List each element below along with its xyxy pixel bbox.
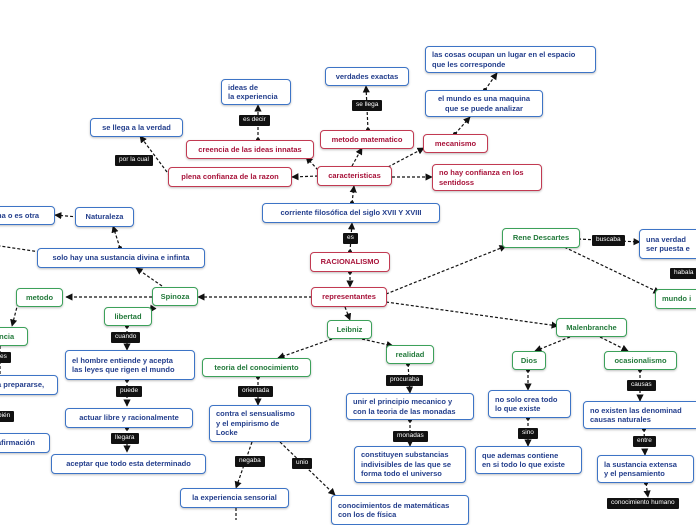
node-afirmacion[interactable]: afirmación — [0, 433, 50, 453]
node-que-ademas[interactable]: que ademas contiene en si todo lo que ex… — [475, 446, 582, 474]
node-metodo[interactable]: metodo — [16, 288, 63, 307]
node-actuar[interactable]: actuar libre y racionalmente — [65, 408, 193, 428]
edge-car-metodo — [351, 147, 363, 167]
edge-nat-otra — [54, 211, 79, 220]
edge-metodo-encia — [10, 302, 19, 327]
node-creencia[interactable]: creencia de las ideas innatas — [186, 140, 314, 159]
node-experiencia-sensorial[interactable]: la experiencia sensorial — [180, 488, 289, 508]
node-el-hombre[interactable]: el hombre entiende y acepta las leyes qu… — [65, 350, 195, 380]
node-no-solo[interactable]: no solo crea todo lo que existe — [488, 390, 571, 418]
node-cosas-lugar[interactable]: las cosas ocupan un lugar en el espacio … — [425, 46, 596, 73]
node-representantes[interactable]: representantes — [311, 287, 387, 307]
connector-conocimiento-humano: conocimiento humano — [607, 498, 679, 509]
node-realidad[interactable]: realidad — [386, 345, 434, 364]
node-solo-hay[interactable]: solo hay una sustancia divina e infinta — [37, 248, 205, 268]
node-rene-descartes[interactable]: Rene Descartes — [502, 228, 580, 248]
edge-rene-mundo — [559, 244, 661, 294]
node-verdades-exactas[interactable]: verdades exactas — [325, 67, 409, 86]
connector-es-left: es — [0, 352, 11, 363]
edge-mec-mundo — [454, 116, 471, 135]
connector-cuando: cuando — [111, 332, 141, 343]
connector-orientada: orientada — [238, 386, 274, 397]
connector-por-la-cual: por la cual — [115, 155, 153, 166]
node-sustancia-extensa[interactable]: la sustancia extensa y el pensamiento — [597, 455, 694, 483]
node-plena-confianza[interactable]: plena confianza de la razon — [168, 167, 292, 187]
node-naturaleza[interactable]: Naturaleza — [75, 207, 134, 227]
node-malenbranche[interactable]: Malenbranche — [556, 318, 627, 337]
node-mundo-right[interactable]: mundo i — [655, 289, 696, 309]
connector-negaba: negaba — [235, 456, 265, 467]
node-conocimientos[interactable]: conocimientos de matemáticas con los de … — [331, 495, 469, 525]
edge-rep-rene — [385, 245, 507, 295]
connector-entre: entre — [633, 436, 656, 447]
connector-buscaba: buscaba — [592, 235, 625, 246]
node-ocasionalismo[interactable]: ocasionalismo — [604, 351, 677, 370]
node-no-confianza[interactable]: no hay confianza en los sentidoss — [432, 164, 542, 191]
connector-bien: bién — [0, 411, 15, 422]
node-racionalismo[interactable]: RACIONALISMO — [310, 252, 390, 272]
node-mundo-maquina[interactable]: el mundo es una maquina que se puede ana… — [425, 90, 543, 117]
node-leibniz[interactable]: Leibniz — [327, 320, 372, 339]
edge-leibniz-teoria — [277, 338, 333, 360]
connector-causas: causas — [627, 380, 656, 391]
edge-noexisten-sust — [641, 428, 649, 456]
connector-llegara: llegara — [111, 433, 139, 444]
node-libertad[interactable]: libertad — [104, 307, 152, 326]
node-corriente[interactable]: corriente filosófica del siglo XVII Y XV… — [262, 203, 440, 223]
edge-spinoza-solo — [135, 267, 163, 287]
edge-contra-exp — [234, 441, 253, 489]
node-no-existen[interactable]: no existen las denominad causas naturale… — [583, 401, 696, 429]
edge-corriente-caracteristicas — [349, 185, 357, 204]
node-prepararse[interactable]: a prepararse, — [0, 375, 58, 395]
node-teoria[interactable]: teoria del conocimiento — [202, 358, 311, 377]
edge-rep-leibniz — [344, 306, 352, 321]
connector-es-decir: es decir — [239, 115, 270, 126]
connector-es: es — [343, 233, 358, 244]
node-constituyen[interactable]: constituyen substancias indivisibles de … — [354, 446, 466, 483]
node-una-verdad[interactable]: una verdad ser puesta e — [639, 229, 696, 259]
edge-car-mecanismo — [387, 147, 425, 168]
connector-puede: puede — [116, 386, 143, 397]
node-contra[interactable]: contra el sensualismo y el empirismo de … — [209, 405, 311, 442]
edge-rep-malen — [385, 301, 559, 329]
connector-se-llega: se llega — [352, 100, 383, 111]
node-spinoza[interactable]: Spinoza — [152, 287, 198, 306]
node-encia[interactable]: encia — [0, 327, 28, 346]
edge-sust-cono — [643, 482, 651, 498]
edge-leibniz-realidad — [361, 338, 394, 349]
node-aceptar[interactable]: aceptar que todo esta determinado — [51, 454, 206, 474]
node-unir[interactable]: unir el principio mecanico y con la teor… — [346, 393, 474, 420]
connector-unio: unio — [292, 458, 313, 469]
edge-contra-cono — [279, 441, 336, 496]
connector-sino: sino — [518, 428, 538, 439]
node-ideas-experiencia[interactable]: ideas de la experiencia — [221, 79, 291, 105]
node-metodo-matematico[interactable]: metodo matematico — [320, 130, 414, 149]
node-mecanismo[interactable]: mecanismo — [423, 134, 488, 153]
node-dios[interactable]: Dios — [512, 351, 546, 370]
node-caracteristicas[interactable]: caracteristicas — [317, 166, 392, 186]
connector-habala: habala — [670, 268, 696, 279]
edge-malen-dios — [534, 336, 571, 352]
connector-monadas: monadas — [393, 431, 428, 442]
edge-solo-naturaleza — [111, 225, 121, 249]
connector-procuraba: procuraba — [386, 375, 424, 386]
node-se-llega-verdad[interactable]: se llega a la verdad — [90, 118, 183, 137]
edge-mundo-cosas — [484, 72, 498, 91]
node-na-o-otra[interactable]: na o es otra — [0, 206, 55, 225]
edge-solo-left — [0, 245, 41, 253]
edge-plena-sellega — [139, 135, 171, 177]
edge-malen-ocas — [599, 336, 629, 352]
edge-car-creencia — [305, 156, 319, 171]
edge-car-plena — [291, 173, 319, 181]
